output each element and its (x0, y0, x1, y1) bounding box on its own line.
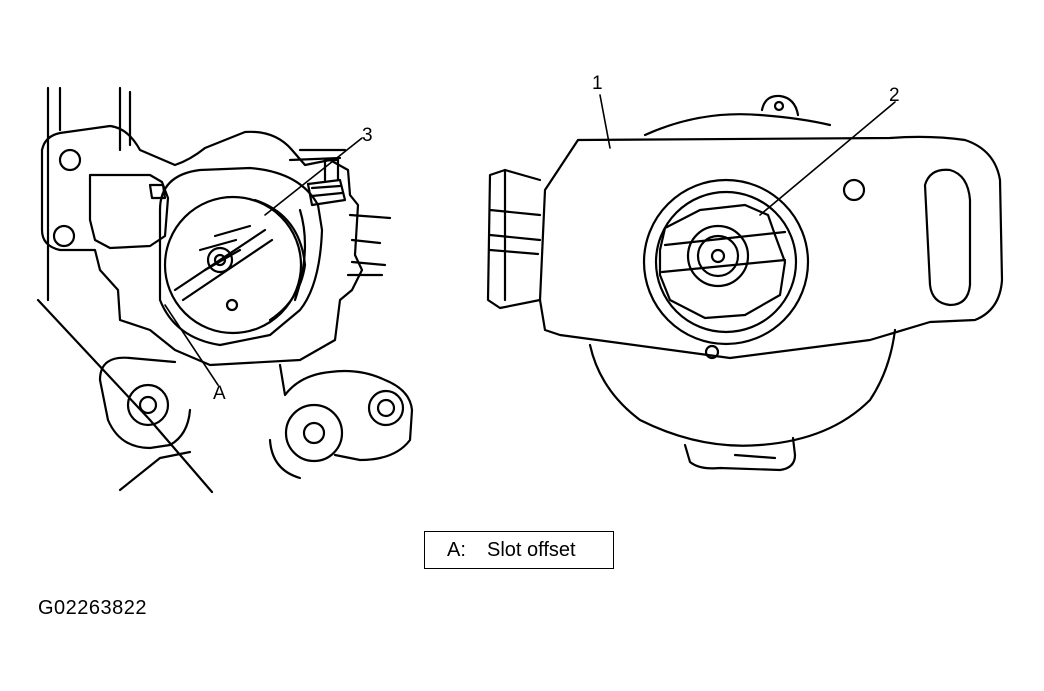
legend-box: A: Slot offset (424, 531, 614, 569)
engine-side-view (36, 86, 414, 494)
callout-3: 3 (362, 125, 373, 146)
camshaft-slot (173, 224, 274, 302)
legend-text: Slot offset (487, 538, 576, 561)
distributor-view (486, 94, 1004, 472)
legend-key: A: (447, 538, 466, 561)
callout-a: A (213, 383, 226, 404)
figure-id: G02263822 (38, 597, 148, 619)
callout-2: 2 (889, 85, 900, 106)
callout-1: 1 (592, 73, 603, 94)
